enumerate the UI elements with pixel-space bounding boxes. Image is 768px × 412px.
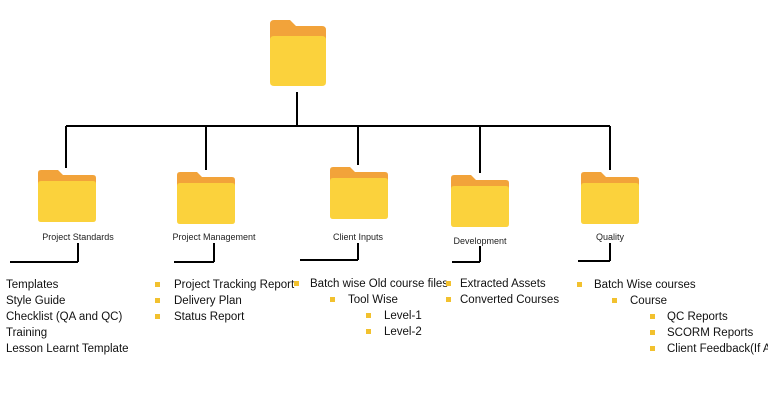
list-item: Training — [6, 327, 48, 339]
list-item-text: Client Feedback(If Any) — [667, 343, 768, 355]
list-item: Status Report — [152, 309, 274, 325]
category-label-development: Development — [453, 236, 507, 246]
bullet-icon — [650, 330, 655, 335]
list-item-text: Course — [630, 295, 668, 307]
folder-icon — [177, 172, 235, 224]
list-item: Client Feedback(If Any) — [574, 341, 768, 357]
list-item: QC Reports — [574, 309, 759, 325]
bullet-icon — [446, 281, 451, 286]
list-item-text: QC Reports — [667, 311, 728, 323]
list-item: Batch Wise courses — [574, 277, 759, 293]
quality-list: Batch Wise courses Course QC Reports SCO… — [574, 277, 768, 357]
client-inputs-list: Batch wise Old course files Tool Wise Le… — [290, 276, 448, 340]
list-item: Style Guide — [6, 295, 66, 307]
bullet-icon — [650, 314, 655, 319]
list-item-text: Extracted Assets — [460, 278, 546, 290]
list-item: Converted Courses — [444, 292, 559, 308]
bullet-icon — [294, 281, 299, 286]
list-item: SCORM Reports — [574, 325, 759, 341]
folder-icon — [38, 170, 96, 222]
list-item-text: Status Report — [174, 311, 245, 323]
bullet-icon — [155, 314, 160, 319]
folder-icon — [330, 167, 388, 219]
list-item-text: Converted Courses — [460, 294, 560, 306]
list-item: Delivery Plan — [152, 293, 274, 309]
bullet-icon — [612, 298, 617, 303]
folder-icon — [451, 175, 509, 227]
list-item-text: SCORM Reports — [667, 327, 754, 339]
list-item-text: Level-2 — [384, 326, 422, 338]
list-item: Checklist (QA and QC) — [6, 311, 123, 323]
list-item: Lesson Learnt Template — [6, 343, 129, 355]
bullet-icon — [155, 282, 160, 287]
bullet-icon — [366, 313, 371, 318]
category-label-project-management: Project Management — [172, 232, 256, 242]
list-item: Batch wise Old course files — [290, 276, 448, 292]
category-label-quality: Quality — [595, 232, 625, 242]
list-item: Project Tracking Report — [152, 277, 294, 293]
bullet-icon — [446, 297, 451, 302]
bullet-icon — [330, 297, 335, 302]
list-item-text: Batch Wise courses — [594, 279, 696, 291]
list-item-text: Project Tracking Report — [174, 279, 295, 291]
category-label-project-standards: Project Standards — [42, 232, 114, 242]
bullet-icon — [155, 298, 160, 303]
list-item: Level-1 — [290, 308, 438, 324]
list-item-text: Delivery Plan — [174, 295, 242, 307]
folder-icon — [581, 172, 639, 224]
bullet-icon — [577, 282, 582, 287]
list-item: Extracted Assets — [444, 276, 559, 292]
folder-icon — [270, 20, 326, 86]
bullet-icon — [366, 329, 371, 334]
project-management-list: Project Tracking Report Delivery Plan St… — [152, 277, 294, 325]
category-label-client-inputs: Client Inputs — [332, 232, 384, 242]
list-item: Course — [574, 293, 759, 309]
list-item-text: Tool Wise — [348, 294, 398, 306]
list-item: Tool Wise — [290, 292, 438, 308]
list-item-text: Batch wise Old course files — [310, 278, 449, 290]
development-list: Extracted Assets Converted Courses — [444, 276, 559, 308]
list-item: Level-2 — [290, 324, 438, 340]
list-item: Templates — [6, 279, 59, 291]
list-item-text: Level-1 — [384, 310, 422, 322]
bullet-icon — [650, 346, 655, 351]
project-standards-list: Templates Style Guide Checklist (QA and … — [6, 277, 129, 357]
